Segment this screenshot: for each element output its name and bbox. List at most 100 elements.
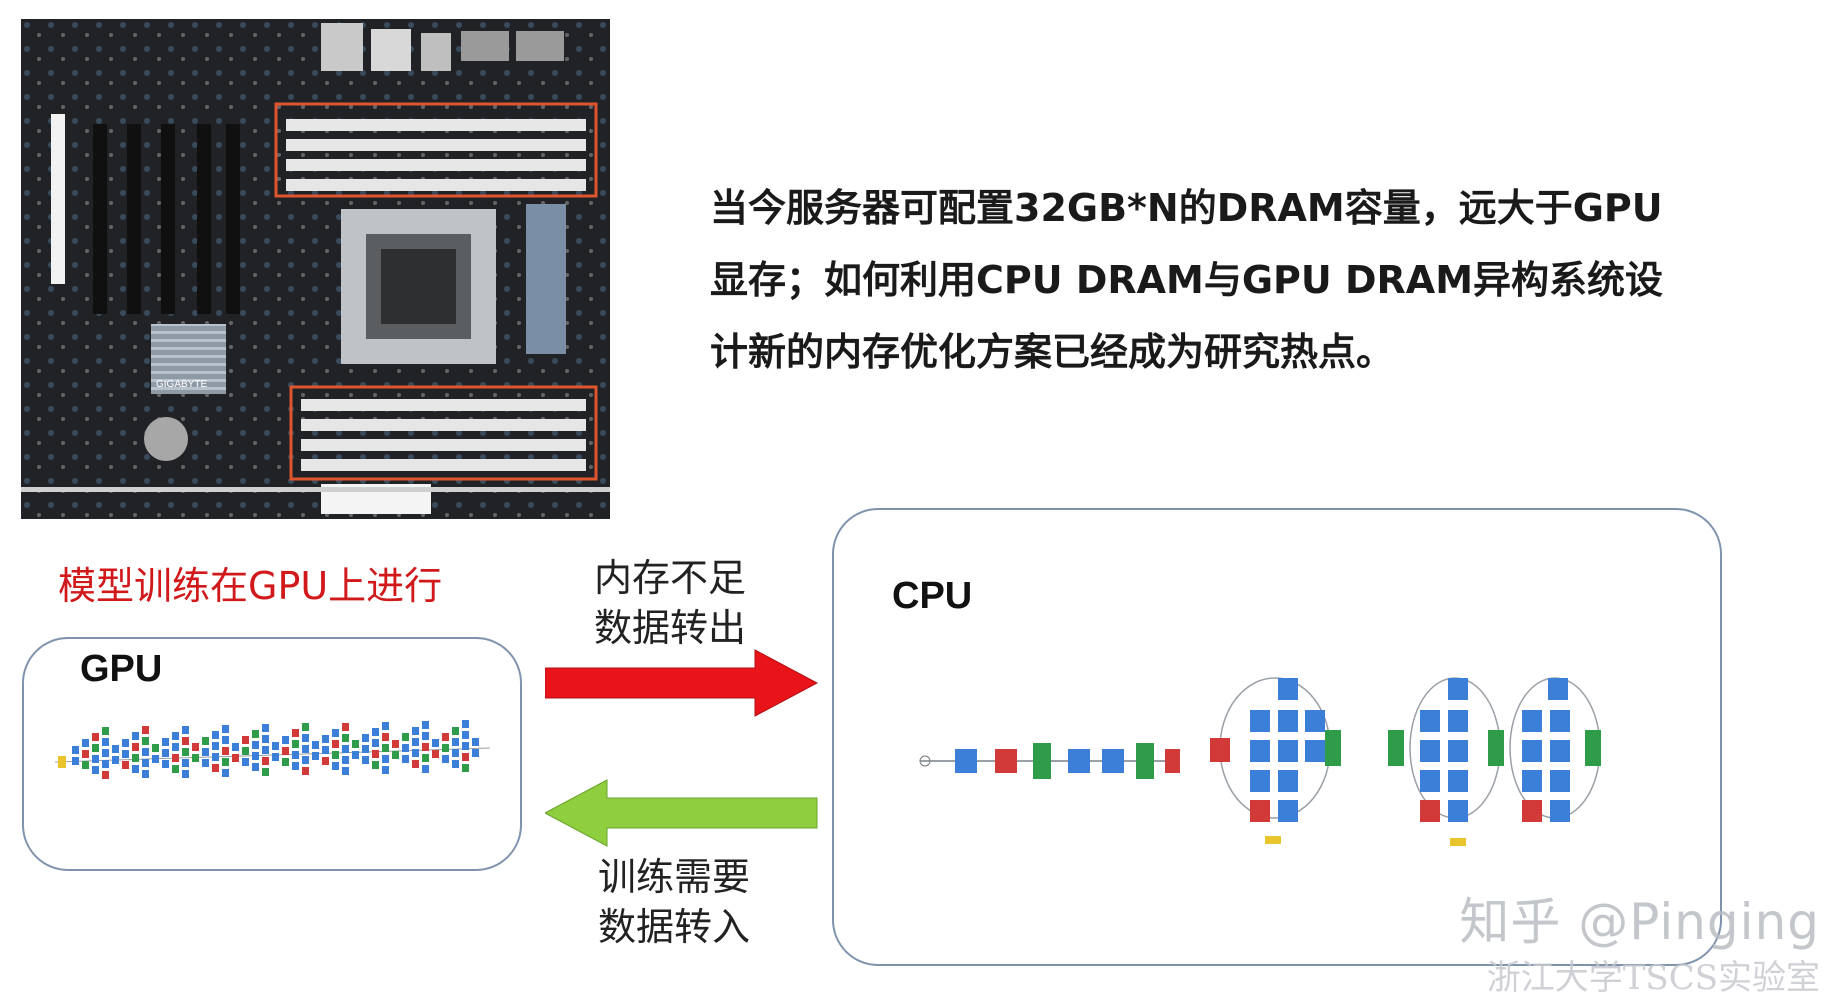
watermark: 知乎 @Pinging bbox=[1459, 893, 1820, 951]
left-arrow-icon bbox=[545, 779, 818, 847]
gpu-graph-node bbox=[362, 745, 369, 753]
gpu-graph-node bbox=[142, 759, 149, 767]
gpu-graph-node bbox=[422, 732, 429, 740]
gpu-graph-node bbox=[222, 769, 229, 777]
gpu-graph-node bbox=[82, 750, 89, 758]
gpu-graph-node bbox=[272, 742, 279, 750]
watermark-sub: 浙江大学TSCS实验室 bbox=[1486, 958, 1820, 998]
gpu-graph-node bbox=[142, 737, 149, 745]
gpu-graph-node bbox=[192, 743, 199, 751]
gpu-graph-node bbox=[82, 761, 89, 769]
gpu-graph-node bbox=[462, 731, 469, 739]
gpu-graph-node bbox=[422, 721, 429, 729]
gpu-graph-node bbox=[462, 720, 469, 728]
description-line-3: 计新的内存优化方案已经成为研究热点。 bbox=[710, 330, 1395, 374]
gpu-graph-node bbox=[242, 736, 249, 744]
gpu-graph-node bbox=[292, 740, 299, 748]
transfer-out-label: 内存不足 数据转出 bbox=[594, 553, 746, 653]
gpu-network-graph bbox=[54, 720, 491, 779]
gpu-graph-node bbox=[232, 743, 239, 751]
gpu-graph-node bbox=[58, 756, 66, 768]
gpu-graph-node bbox=[312, 741, 319, 749]
gpu-graph-node bbox=[102, 760, 109, 768]
gpu-graph-node bbox=[382, 755, 389, 763]
gpu-graph-node bbox=[362, 756, 369, 764]
transfer-in-line-1: 训练需要 bbox=[598, 855, 751, 899]
gpu-graph-node bbox=[152, 755, 159, 763]
gpu-graph-node bbox=[372, 761, 379, 769]
gpu-graph-node bbox=[332, 740, 339, 748]
gpu-graph-node bbox=[432, 750, 439, 758]
gpu-graph-node bbox=[162, 749, 169, 757]
gpu-graph-node bbox=[152, 744, 159, 752]
gpu-graph-node bbox=[212, 742, 219, 750]
gpu-graph-node bbox=[272, 753, 279, 761]
gpu-graph-node bbox=[172, 765, 179, 773]
gpu-graph-node bbox=[172, 732, 179, 740]
gpu-graph-node bbox=[392, 740, 399, 748]
gpu-graph-node bbox=[322, 735, 329, 743]
gpu-graph-node bbox=[72, 757, 79, 765]
gpu-graph-node bbox=[252, 763, 259, 771]
gpu-graph-node bbox=[142, 770, 149, 778]
gpu-label: GPU bbox=[80, 648, 163, 690]
cpu-label: CPU bbox=[892, 575, 973, 617]
gpu-graph-node bbox=[442, 733, 449, 741]
gpu-graph-node bbox=[382, 722, 389, 730]
gpu-graph-node bbox=[192, 754, 199, 762]
gpu-graph-node bbox=[262, 757, 269, 765]
gpu-graph-node bbox=[112, 756, 119, 764]
gpu-graph-node bbox=[402, 744, 409, 752]
gpu-graph-node bbox=[282, 758, 289, 766]
transfer-in-label: 训练需要 数据转入 bbox=[598, 852, 750, 952]
gpu-graph-node bbox=[182, 748, 189, 756]
gpu-graph-node bbox=[202, 748, 209, 756]
gpu-graph-node bbox=[182, 759, 189, 767]
dimm-highlight-top bbox=[274, 102, 598, 198]
gpu-graph-node bbox=[342, 734, 349, 742]
gpu-training-title: 模型训练在GPU上进行 bbox=[58, 564, 443, 608]
gpu-graph-node bbox=[422, 765, 429, 773]
gpu-graph-node bbox=[442, 744, 449, 752]
gpu-graph-node bbox=[302, 756, 309, 764]
board-brand-text: GIGABYTE bbox=[156, 379, 207, 390]
gpu-graph-node bbox=[342, 767, 349, 775]
gpu-graph-node bbox=[472, 749, 479, 757]
transfer-out-line-2: 数据转出 bbox=[594, 606, 747, 650]
gpu-graph-node bbox=[372, 750, 379, 758]
gpu-graph-node bbox=[92, 766, 99, 774]
gpu-graph-node bbox=[182, 726, 189, 734]
cpu-network-graph bbox=[910, 648, 1640, 848]
gpu-graph-node bbox=[182, 770, 189, 778]
gpu-graph-node bbox=[72, 746, 79, 754]
gpu-graph-node bbox=[282, 747, 289, 755]
cpu-graph-segment-1 bbox=[910, 668, 1180, 838]
gpu-graph-node bbox=[372, 728, 379, 736]
gpu-graph-node bbox=[202, 737, 209, 745]
description-text: 当今服务器可配置32GB*N的DRAM容量，远大于GPU 显存；如何利用CPU … bbox=[710, 172, 1720, 388]
description-line-2: 显存；如何利用CPU DRAM与GPU DRAM异构系统设 bbox=[710, 258, 1664, 302]
gpu-graph-node bbox=[172, 754, 179, 762]
gpu-graph-node bbox=[92, 744, 99, 752]
gpu-graph-node bbox=[452, 760, 459, 768]
gpu-graph-node bbox=[262, 746, 269, 754]
gpu-graph-node bbox=[282, 736, 289, 744]
gpu-graph-node bbox=[212, 753, 219, 761]
gpu-graph-node bbox=[102, 771, 109, 779]
gpu-graph-node bbox=[132, 743, 139, 751]
gpu-graph-node bbox=[292, 729, 299, 737]
gpu-graph-node bbox=[342, 756, 349, 764]
gpu-graph-node bbox=[232, 754, 239, 762]
gpu-graph-node bbox=[452, 738, 459, 746]
gpu-graph-node bbox=[202, 759, 209, 767]
gpu-graph-node bbox=[292, 762, 299, 770]
gpu-graph-node bbox=[122, 739, 129, 747]
gpu-graph-node bbox=[122, 761, 129, 769]
description-line-1: 当今服务器可配置32GB*N的DRAM容量，远大于GPU bbox=[710, 186, 1663, 230]
gpu-graph-node bbox=[132, 765, 139, 773]
gpu-graph-node bbox=[442, 755, 449, 763]
gpu-graph-node bbox=[462, 742, 469, 750]
gpu-graph-node bbox=[212, 731, 219, 739]
motherboard-photo: GIGABYTE bbox=[21, 19, 610, 519]
gpu-graph-node bbox=[182, 737, 189, 745]
